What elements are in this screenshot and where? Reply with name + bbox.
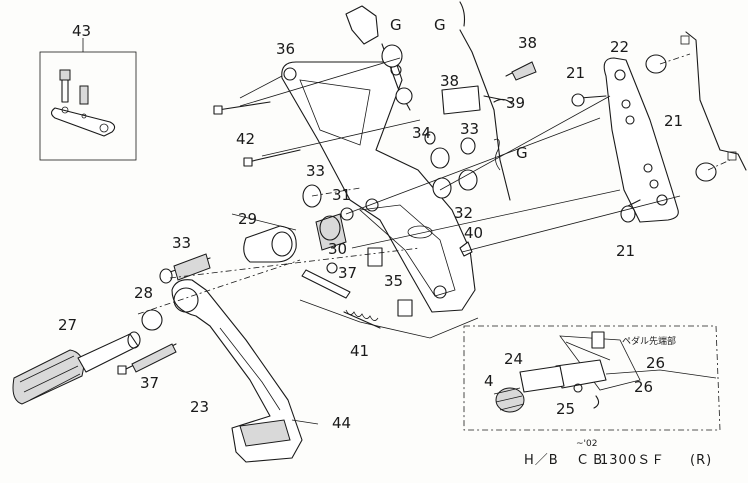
label-39: 39 xyxy=(506,94,525,112)
label-35: 35 xyxy=(384,272,403,290)
footer-superscript: ~'02 xyxy=(576,439,597,449)
label-33c: 33 xyxy=(172,234,191,252)
label-29: 29 xyxy=(238,210,257,228)
part-labels: 43 36 G G G 38 38 39 22 21 21 21 42 34 3… xyxy=(58,16,683,432)
label-32: 32 xyxy=(454,204,473,222)
inset-pedal-tip xyxy=(463,325,721,431)
label-42: 42 xyxy=(236,130,255,148)
label-36: 36 xyxy=(276,40,295,58)
label-33b: 33 xyxy=(306,162,325,180)
label-37a: 37 xyxy=(338,264,357,282)
label-21a: 21 xyxy=(566,64,585,82)
inset-note: ペダル先端部 xyxy=(622,335,676,347)
label-g2: G xyxy=(434,16,446,34)
footer-side: (R) xyxy=(690,453,712,468)
label-30: 30 xyxy=(328,240,347,258)
label-28: 28 xyxy=(134,284,153,302)
label-g3: G xyxy=(516,144,528,162)
label-31: 31 xyxy=(332,186,351,204)
label-23: 23 xyxy=(190,398,209,416)
label-43: 43 xyxy=(72,22,91,40)
label-27: 27 xyxy=(58,316,77,334)
frame-edge xyxy=(680,31,747,171)
label-44: 44 xyxy=(332,414,351,432)
label-34: 34 xyxy=(412,124,431,142)
plate-22 xyxy=(603,53,731,223)
label-24: 24 xyxy=(504,350,523,368)
label-22: 22 xyxy=(610,38,629,56)
label-g1: G xyxy=(390,16,402,34)
label-4: 4 xyxy=(484,372,494,390)
label-38a: 38 xyxy=(518,34,537,52)
label-21b: 21 xyxy=(664,112,683,130)
label-40: 40 xyxy=(464,224,483,242)
label-21c: 21 xyxy=(616,242,635,260)
label-26a: 26 xyxy=(646,354,665,372)
footpeg-27 xyxy=(12,331,141,405)
inset-43 xyxy=(39,38,137,161)
label-38b: 38 xyxy=(440,72,459,90)
label-26b: 26 xyxy=(634,378,653,396)
footer-model: 1300ＳＦ xyxy=(600,453,665,468)
small-parts xyxy=(117,1,641,375)
label-37b: 37 xyxy=(140,374,159,392)
label-25: 25 xyxy=(556,400,575,418)
leader-lines xyxy=(137,57,681,425)
pedal-arm-23 xyxy=(171,279,303,463)
label-41: 41 xyxy=(350,342,369,360)
footer-left: H／B xyxy=(524,453,559,468)
footer-model-prefix: C B xyxy=(578,453,603,468)
label-33a: 33 xyxy=(460,120,479,138)
model-footer: H／B C B 1300ＳＦ ~'02 (R) xyxy=(524,439,712,468)
